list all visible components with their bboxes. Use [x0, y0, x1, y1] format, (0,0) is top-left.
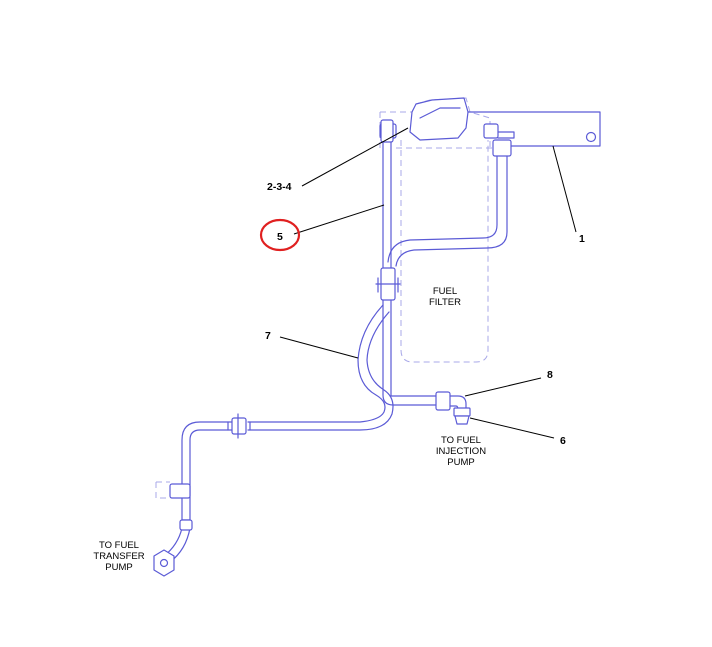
callout-1: 1 — [579, 233, 585, 245]
injection-pump-label-line-3: PUMP — [447, 457, 474, 468]
mounting-bracket — [467, 111, 601, 147]
callout-7: 7 — [265, 330, 271, 342]
transfer-pump-label-line-1: TO FUEL — [99, 540, 139, 551]
transfer-pump-label-line-2: TRANSFER — [93, 551, 144, 562]
fuel-line-7 — [247, 304, 394, 431]
callout-2-3-4: 2-3-4 — [267, 181, 292, 193]
leader-5 — [293, 204, 385, 235]
injection-pump-label-line-2: INJECTION — [436, 446, 486, 457]
elbow-fitting — [435, 391, 471, 425]
leader-7 — [279, 336, 359, 359]
fuel-filter-canister — [396, 140, 493, 363]
callout-8: 8 — [547, 369, 553, 381]
leader-1 — [552, 145, 577, 233]
transfer-pump-label-line-3: PUMP — [105, 562, 132, 573]
callout-5: 5 — [277, 231, 283, 243]
leader-8 — [464, 377, 542, 397]
leader-6 — [469, 417, 555, 439]
leader-lines — [279, 127, 577, 439]
leader-2-3-4 — [301, 127, 409, 187]
fuel-filter-label-line-1: FUEL — [433, 286, 457, 297]
fuel-filter-label-line-2: FILTER — [429, 297, 461, 308]
highlight-circle — [259, 218, 301, 252]
callout-6: 6 — [560, 435, 566, 447]
injection-pump-label-line-1: TO FUEL — [441, 435, 481, 446]
return-tube — [387, 139, 512, 267]
filter-base — [379, 97, 499, 148]
tube-clamp — [375, 267, 401, 301]
transfer-pump-tube — [153, 421, 233, 577]
tube-union — [227, 413, 251, 439]
